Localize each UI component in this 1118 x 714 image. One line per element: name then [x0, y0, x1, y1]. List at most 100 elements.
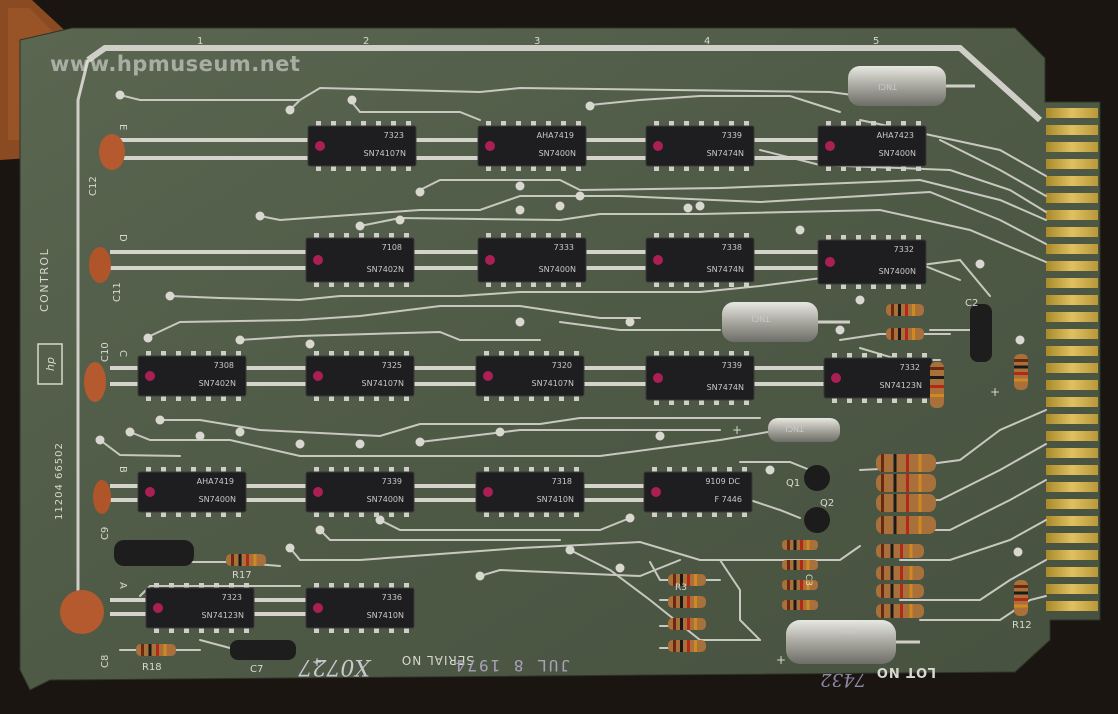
via: [415, 437, 425, 447]
capacitor-c10: [84, 362, 106, 402]
via: [515, 205, 525, 215]
column-number-3: 3: [534, 36, 540, 47]
via: [495, 427, 505, 437]
chip-date-code: 7308: [214, 361, 234, 370]
resistor: [886, 304, 924, 316]
via: [285, 543, 295, 553]
plus-mark-c7: +: [312, 655, 322, 669]
label-c12: C12: [88, 176, 99, 196]
column-number-4: 4: [704, 36, 710, 47]
column-number-2: 2: [363, 36, 369, 47]
via: [765, 465, 775, 475]
via: [855, 295, 865, 305]
via: [683, 203, 693, 213]
plus-mark-bottom-cap: +: [776, 653, 786, 667]
label-c9: C9: [100, 527, 111, 540]
chip-date-code: 7333: [554, 243, 574, 252]
chip-date-code: 7332: [900, 363, 920, 372]
capacitor-c8: [60, 590, 104, 634]
ic-package: [645, 125, 755, 167]
chip-date-code: 9109 DC: [705, 477, 740, 486]
edge-contact: [1046, 244, 1098, 254]
label-q1: Q1: [786, 478, 800, 489]
chip-date-code: 7108: [382, 243, 402, 252]
resistor: [876, 604, 924, 618]
chip-part-number: SN7474N: [707, 149, 744, 158]
via: [395, 215, 405, 225]
resistor: [668, 618, 706, 630]
ic-chips: 7323SN74107NAHA7419SN7400N7339SN7474NAHA…: [137, 121, 933, 633]
edge-connector: [1046, 108, 1098, 611]
via: [475, 571, 485, 581]
trace: [139, 585, 301, 597]
via: [285, 105, 295, 115]
chip-part-number: SN74123N: [880, 381, 923, 390]
trace: [589, 95, 841, 113]
capacitor-c9: [93, 480, 111, 514]
vias: [95, 90, 1025, 581]
inspection-paint-dot: [831, 373, 841, 383]
label-c10: C10: [100, 342, 111, 362]
chip-date-code: AHA7423: [877, 131, 914, 140]
ic-package: [305, 471, 415, 513]
trace: [719, 559, 761, 641]
resistor: [668, 596, 706, 608]
trace: [199, 639, 231, 649]
trace: [129, 429, 781, 457]
chip-date-code: 7338: [722, 243, 742, 252]
via: [625, 317, 635, 327]
resistor: [782, 540, 818, 550]
edge-contact: [1046, 278, 1098, 288]
inspection-paint-dot: [145, 371, 155, 381]
capacitor-c11: [89, 247, 111, 283]
trace: [419, 429, 721, 443]
handwritten-serial: X0727: [298, 654, 372, 679]
via: [415, 187, 425, 197]
ic-package: [645, 237, 755, 283]
via: [355, 221, 365, 231]
ic-package: [307, 125, 417, 167]
cap-marking-bottom: TNCI: [839, 627, 859, 636]
label-r12: R12: [1012, 620, 1032, 631]
resistor: [1014, 580, 1028, 616]
via: [375, 515, 385, 525]
resistor: [876, 454, 936, 472]
chip-part-number: SN7400N: [199, 495, 236, 504]
chip-date-code: 7339: [382, 477, 402, 486]
via: [155, 415, 165, 425]
trace: [839, 333, 951, 341]
chip-part-number: SN7474N: [707, 265, 744, 274]
chip-date-code: 7332: [894, 245, 914, 254]
resistor: [876, 494, 936, 512]
chip-date-code: AHA7419: [197, 477, 234, 486]
ic-package: [645, 355, 755, 401]
date-stamp: JUL 8 1974: [454, 656, 570, 675]
edge-contact: [1046, 346, 1098, 356]
chip-part-number: SN7400N: [367, 495, 404, 504]
edge-contact: [1046, 414, 1098, 424]
ic-package: [817, 125, 927, 167]
trace: [479, 559, 681, 578]
ceramic-capacitors: [60, 134, 125, 634]
ic-package: [477, 237, 587, 283]
ic-package: [817, 239, 927, 285]
trace: [569, 549, 761, 641]
ic-package: [475, 355, 585, 397]
chip-date-code: 7325: [382, 361, 402, 370]
edge-contact: [1046, 516, 1098, 526]
via: [315, 525, 325, 535]
via: [695, 201, 705, 211]
chip-date-code: AHA7419: [537, 131, 574, 140]
resistor: [876, 566, 924, 580]
svg-text:hp: hp: [44, 357, 57, 371]
trace: [939, 139, 1047, 197]
via: [1013, 547, 1023, 557]
cap-marking-lower: TNCI: [785, 424, 805, 433]
edge-contact: [1046, 125, 1098, 135]
